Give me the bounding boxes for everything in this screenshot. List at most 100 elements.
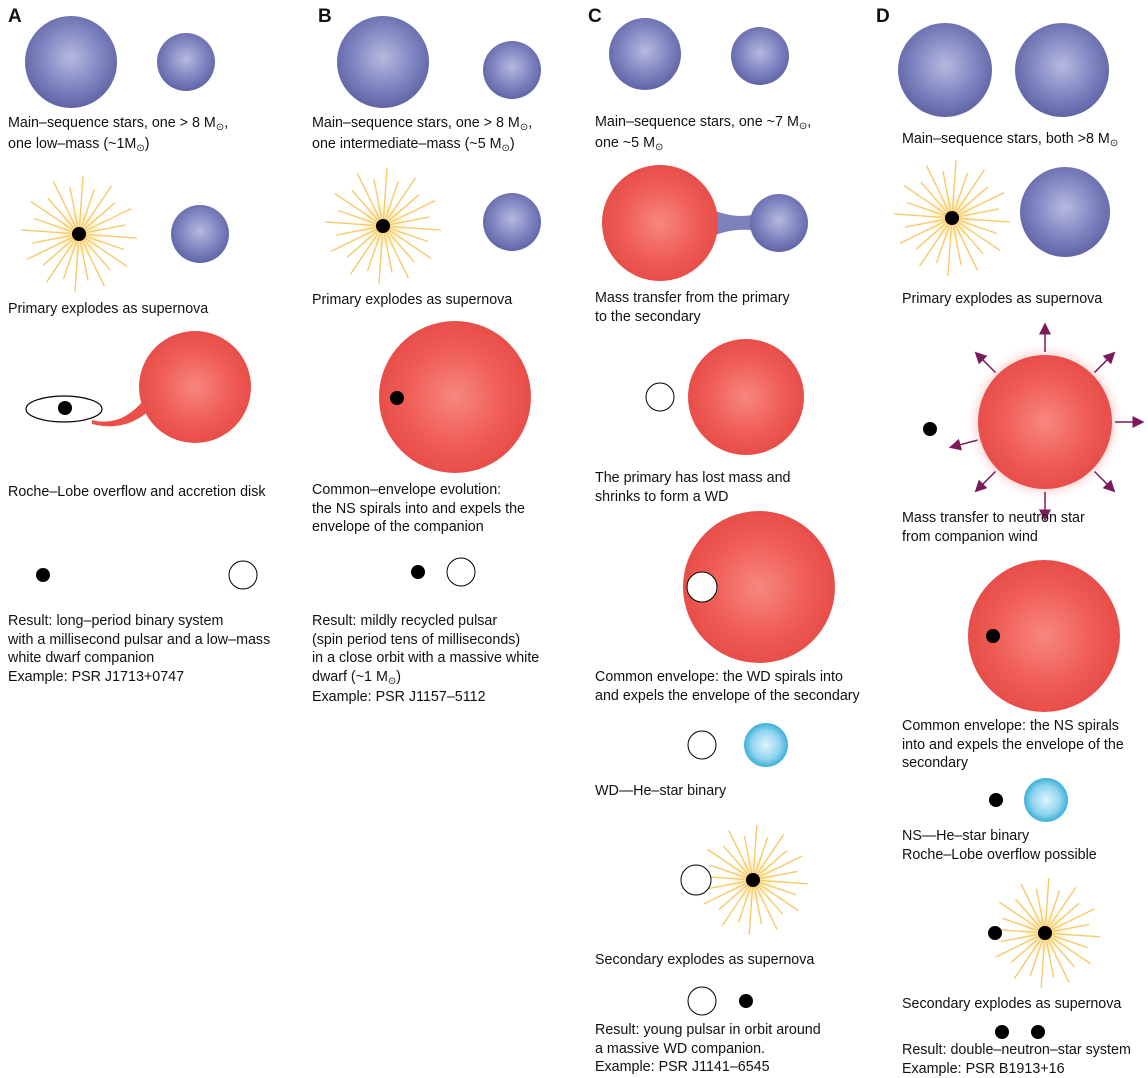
panel-b: B Main–sequence stars, one > 8 M⊙,one in… [0, 0, 539, 1078]
supernova-ray [918, 222, 950, 267]
supernova-ray [47, 197, 76, 230]
caption-line: Secondary explodes as supernova [902, 996, 1122, 1012]
supernova-ray [388, 227, 429, 243]
common-envelope-star [683, 511, 835, 663]
main-sequence-star-secondary [1020, 167, 1110, 257]
white-dwarf [228, 560, 258, 590]
caption-line: Result: long–period binary system [8, 613, 224, 629]
supernova-ray [1047, 887, 1077, 929]
supernova-ray [758, 881, 796, 896]
supernova-ray [737, 885, 752, 923]
supernova-ray [1050, 934, 1088, 949]
neutron-star [390, 391, 404, 405]
panel-c-art [602, 18, 835, 1016]
supernova-ray [373, 179, 383, 221]
caption: Main–sequence stars, one > 8 M⊙,one low–… [8, 114, 228, 155]
supernova-ray [953, 223, 979, 271]
supernova-ray [1029, 938, 1044, 976]
panel-label: B [318, 6, 332, 27]
supernova-ray [947, 223, 953, 276]
supernova-ray [1010, 936, 1041, 964]
caption-line: Secondary explodes as supernova [595, 952, 815, 968]
panel-d-art [894, 23, 1145, 1039]
wind-emitting-star [978, 355, 1112, 489]
supernova-ray [334, 192, 379, 224]
supernova-ray [336, 226, 378, 236]
caption: Roche–Lobe overflow and accretion disk [8, 483, 266, 502]
solar-mass-symbol: ⊙ [655, 141, 664, 153]
supernova-ray [82, 238, 111, 271]
supernova-ray [903, 184, 948, 216]
wind-arrow [974, 351, 997, 374]
panel-a: A Main–sequence stars, one > 8 M⊙,one lo… [0, 0, 287, 1078]
neutron-star [58, 401, 72, 415]
supernova-ray [356, 173, 382, 221]
caption-line: one ~5 M⊙ [595, 134, 811, 155]
supernova-ray [952, 223, 962, 265]
caption-line: Main–sequence stars, one > 8 M⊙, [312, 114, 532, 135]
supernova-ray [748, 885, 754, 935]
caption-line: dwarf (~1 M⊙) [312, 668, 539, 689]
supernova-ray [756, 884, 784, 915]
supernova-ray [957, 208, 999, 218]
red-giant-secondary [688, 339, 804, 455]
supernova-ray [384, 180, 400, 221]
red-giant-star [139, 331, 251, 443]
supernova-ray [995, 934, 1040, 958]
panel-label: A [8, 6, 22, 27]
caption-line: in a close orbit with a massive white [312, 650, 540, 666]
caption-line: Result: double–neutron–star system [902, 1042, 1131, 1058]
supernova-ray [920, 181, 949, 214]
caption-line: white dwarf companion [8, 650, 155, 666]
supernova-ray [1050, 908, 1095, 932]
massive-white-dwarf [446, 557, 476, 587]
caption-line: Primary explodes as supernova [8, 301, 209, 317]
supernova-ray [378, 231, 384, 284]
neutron-star [989, 793, 1003, 807]
caption: Main–sequence stars, one > 8 M⊙,one inte… [312, 114, 532, 155]
caption: Main–sequence stars, one ~7 M⊙,one ~5 M⊙ [595, 113, 811, 154]
supernova-ray [386, 230, 415, 263]
caption-line: Mass transfer from the primary [595, 290, 790, 306]
supernova-ray [349, 230, 381, 275]
panel-label: D [876, 6, 890, 27]
supernova-ray [905, 218, 947, 228]
supernova-ray [52, 181, 77, 229]
supernova-ray [346, 229, 379, 258]
supernova-ray [755, 834, 785, 876]
caption-line: Primary explodes as supernova [312, 292, 513, 308]
common-envelope-star [968, 560, 1120, 712]
supernova-ray [45, 238, 77, 283]
solar-mass-symbol: ⊙ [519, 122, 529, 133]
main-sequence-star-primary [898, 23, 992, 117]
supernova-ray [1020, 883, 1043, 928]
white-dwarf [680, 864, 712, 896]
supernova-ray [951, 160, 957, 213]
solar-mass-symbol: ⊙ [136, 142, 145, 154]
caption: Common–envelope evolution:the NS spirals… [312, 481, 525, 537]
solar-mass-symbol: ⊙ [501, 142, 510, 154]
supernova-ray [925, 165, 951, 213]
supernova-ray [1044, 878, 1050, 928]
common-envelope-star [379, 321, 531, 473]
supernova-ray [81, 239, 106, 287]
supernova-ray [388, 199, 436, 224]
main-sequence-star-secondary [731, 27, 789, 85]
supernova-ray [758, 870, 798, 880]
supernova-burst [990, 878, 1100, 988]
white-dwarf [687, 730, 717, 760]
supernova-ray [953, 172, 969, 213]
supernova-ray [1045, 938, 1055, 978]
supernova-burst [21, 176, 137, 292]
neutron-star [923, 422, 937, 436]
supernova-ray [757, 849, 788, 877]
caption: Primary explodes as supernova [8, 300, 208, 319]
neutron-star-remnant [376, 219, 390, 233]
caption-line: Primary explodes as supernova [902, 291, 1103, 307]
caption-line: Result: young pulsar in orbit around [595, 1022, 821, 1038]
solar-mass-symbol: ⊙ [1109, 138, 1119, 149]
supernova-ray [935, 223, 951, 264]
